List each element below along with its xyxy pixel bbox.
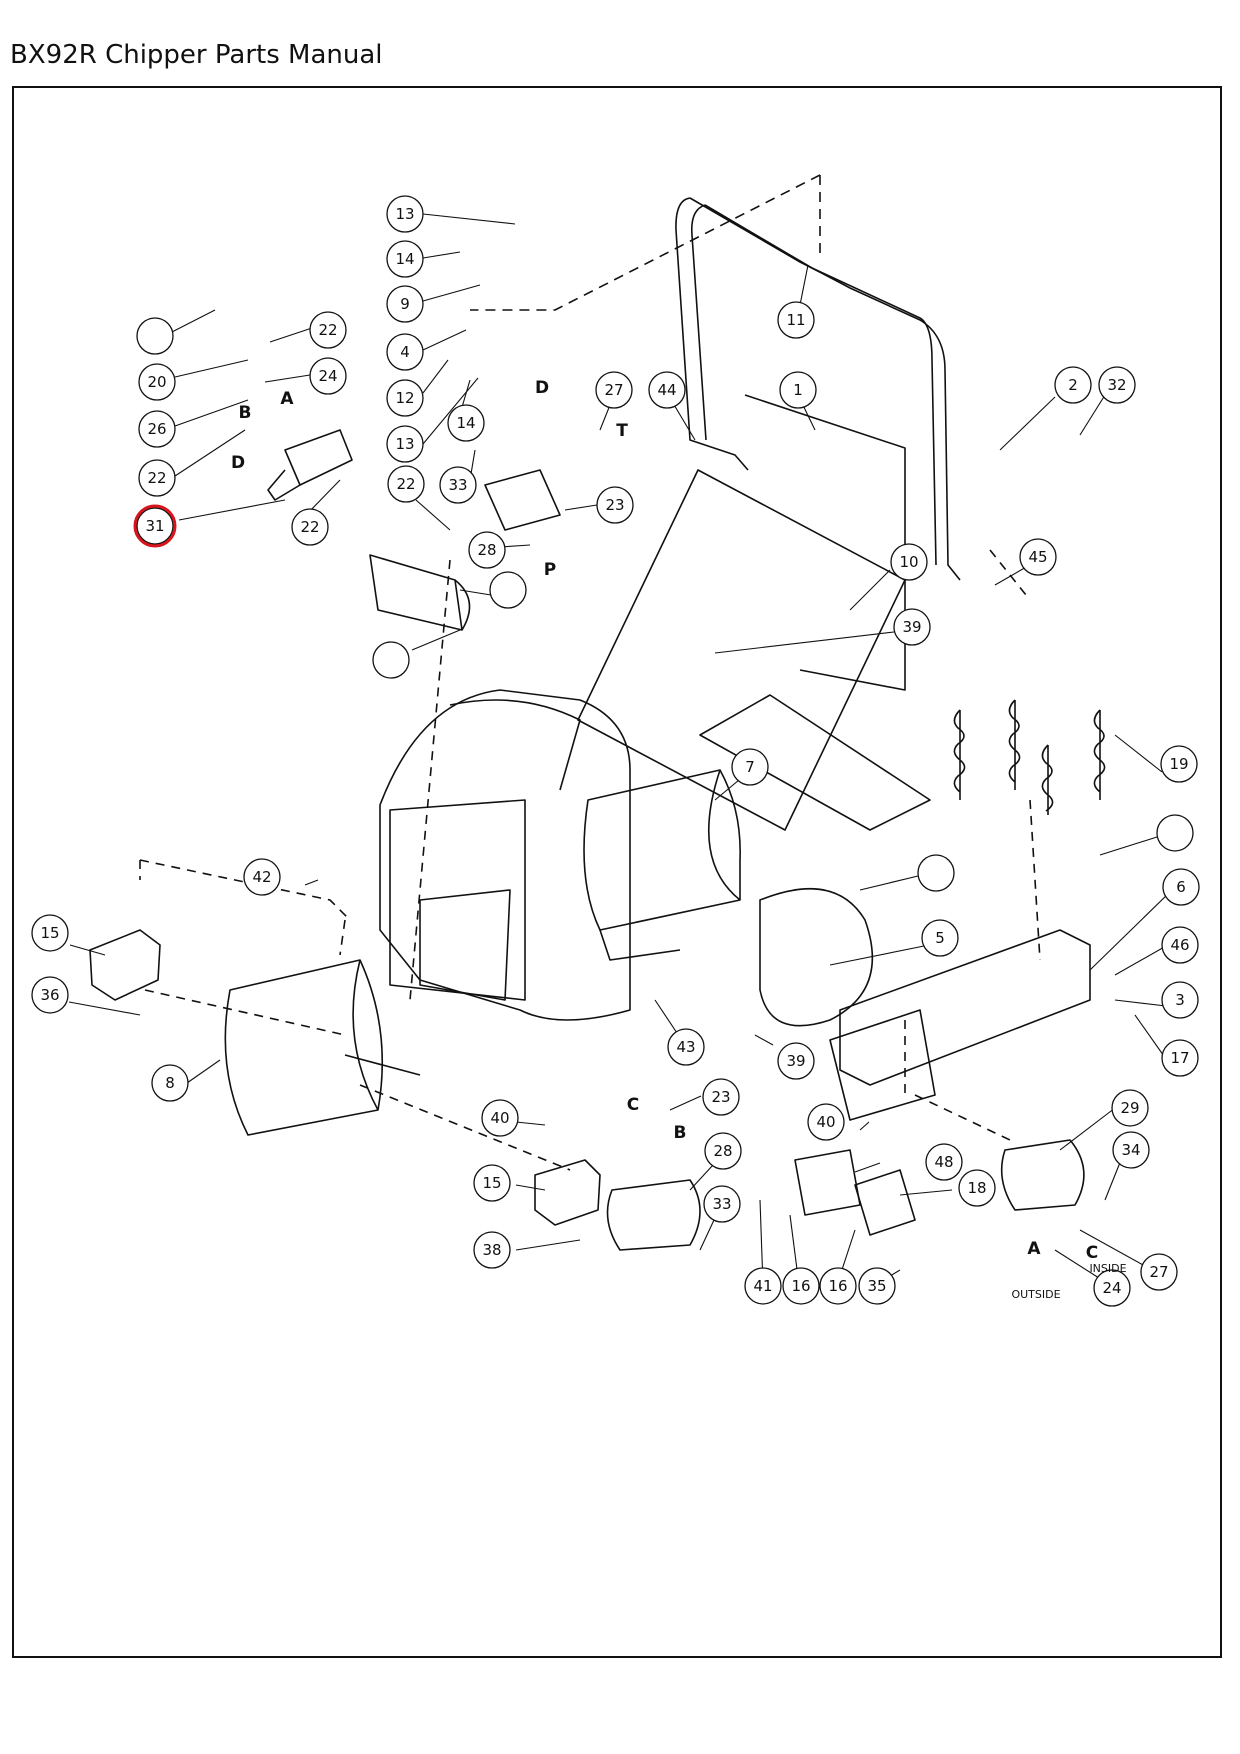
callout-35: 36 bbox=[40, 986, 59, 1004]
callout-12: 12 bbox=[395, 389, 414, 407]
callout-26: 27 bbox=[1149, 1263, 1168, 1281]
port-label-a: A bbox=[280, 389, 294, 409]
callout-5: 5 bbox=[935, 929, 945, 947]
callout-33: 34 bbox=[1121, 1141, 1140, 1159]
callout-20: 20 bbox=[147, 373, 166, 391]
callout-31: 32 bbox=[1107, 376, 1126, 394]
port-label-p: P bbox=[544, 560, 556, 580]
callout-41: 44 bbox=[657, 381, 676, 399]
callout-14: 14 bbox=[395, 250, 414, 268]
callout-23: 23 bbox=[711, 1088, 730, 1106]
callout-27: 28 bbox=[477, 541, 496, 559]
callout-36: 39 bbox=[902, 618, 921, 636]
callout-24: 24 bbox=[318, 367, 337, 385]
callout-16: 16 bbox=[828, 1277, 847, 1295]
callout-labels: 13 14 9 4 12 13 14 22 20 24 26 22 31 22 … bbox=[40, 205, 1189, 1297]
callout-2: 2 bbox=[1068, 376, 1078, 394]
callout-15: 15 bbox=[482, 1174, 501, 1192]
note-inside: INSIDE bbox=[1089, 1262, 1126, 1275]
port-labels: A B D D T P C B A C bbox=[231, 378, 1098, 1263]
callout-34: 35 bbox=[867, 1277, 886, 1295]
callout-20: 22 bbox=[300, 518, 319, 536]
callout-28: 28 bbox=[713, 1142, 732, 1160]
callout-29: 31 bbox=[145, 517, 164, 535]
callout-27: 27 bbox=[604, 381, 623, 399]
callout-16: 16 bbox=[791, 1277, 810, 1295]
part-drawings bbox=[89, 174, 1106, 1251]
callout-bubbles bbox=[31, 195, 1200, 1307]
callout-17: 17 bbox=[1170, 1049, 1189, 1067]
note-outside: OUTSIDE bbox=[1011, 1288, 1060, 1301]
callout-3: 3 bbox=[1175, 991, 1185, 1009]
callout-22: 23 bbox=[605, 496, 624, 514]
callout-35: 38 bbox=[482, 1241, 501, 1259]
callout-8: 8 bbox=[165, 1074, 175, 1092]
port-label-b: B bbox=[674, 1123, 687, 1143]
callout-22: 22 bbox=[147, 469, 166, 487]
port-label-d: D bbox=[231, 453, 245, 473]
callout-18: 18 bbox=[967, 1179, 986, 1197]
callout-39: 40 bbox=[816, 1113, 835, 1131]
callout-15: 15 bbox=[40, 924, 59, 942]
callout-19: 19 bbox=[1169, 755, 1188, 773]
port-label-t: T bbox=[616, 421, 628, 441]
callout-4: 4 bbox=[400, 343, 410, 361]
callout-40: 42 bbox=[252, 868, 271, 886]
callout-6: 6 bbox=[1176, 878, 1186, 896]
callout-38: 39 bbox=[786, 1052, 805, 1070]
port-label-a: A bbox=[1027, 1239, 1041, 1259]
callout-39: 40 bbox=[490, 1109, 509, 1127]
callout-1: 1 bbox=[793, 381, 803, 399]
callout-41: 45 bbox=[1028, 548, 1047, 566]
port-label-c: C bbox=[1086, 1243, 1098, 1263]
page-title: BX92R Chipper Parts Manual bbox=[10, 40, 383, 70]
callout-23: 24 bbox=[1102, 1279, 1121, 1297]
port-label-c: C bbox=[627, 1095, 639, 1115]
highlight-ring bbox=[133, 504, 177, 548]
callout-28: 29 bbox=[1120, 1099, 1139, 1117]
callout-42: 46 bbox=[1170, 936, 1189, 954]
callout-24: 26 bbox=[147, 420, 166, 438]
install-notes: OUTSIDE INSIDE bbox=[1011, 1262, 1126, 1301]
drawing-frame bbox=[12, 86, 1222, 1658]
callout-7: 7 bbox=[745, 758, 755, 776]
callout-10: 10 bbox=[899, 553, 918, 571]
callout-39: 41 bbox=[753, 1277, 772, 1295]
callout-22: 22 bbox=[396, 475, 415, 493]
callout-22: 22 bbox=[318, 321, 337, 339]
leader-lines bbox=[68, 213, 1171, 1286]
callout-11: 11 bbox=[786, 311, 805, 329]
callout-33: 33 bbox=[712, 1195, 731, 1213]
port-label-d: D bbox=[535, 378, 549, 398]
callout-13: 13 bbox=[395, 205, 414, 223]
callout-32: 33 bbox=[448, 476, 467, 494]
callout-9: 9 bbox=[400, 295, 410, 313]
callout-14: 14 bbox=[456, 414, 475, 432]
port-label-b: B bbox=[239, 403, 252, 423]
callout-43: 48 bbox=[934, 1153, 953, 1171]
callout-13: 13 bbox=[395, 435, 414, 453]
callout-40: 43 bbox=[676, 1038, 695, 1056]
